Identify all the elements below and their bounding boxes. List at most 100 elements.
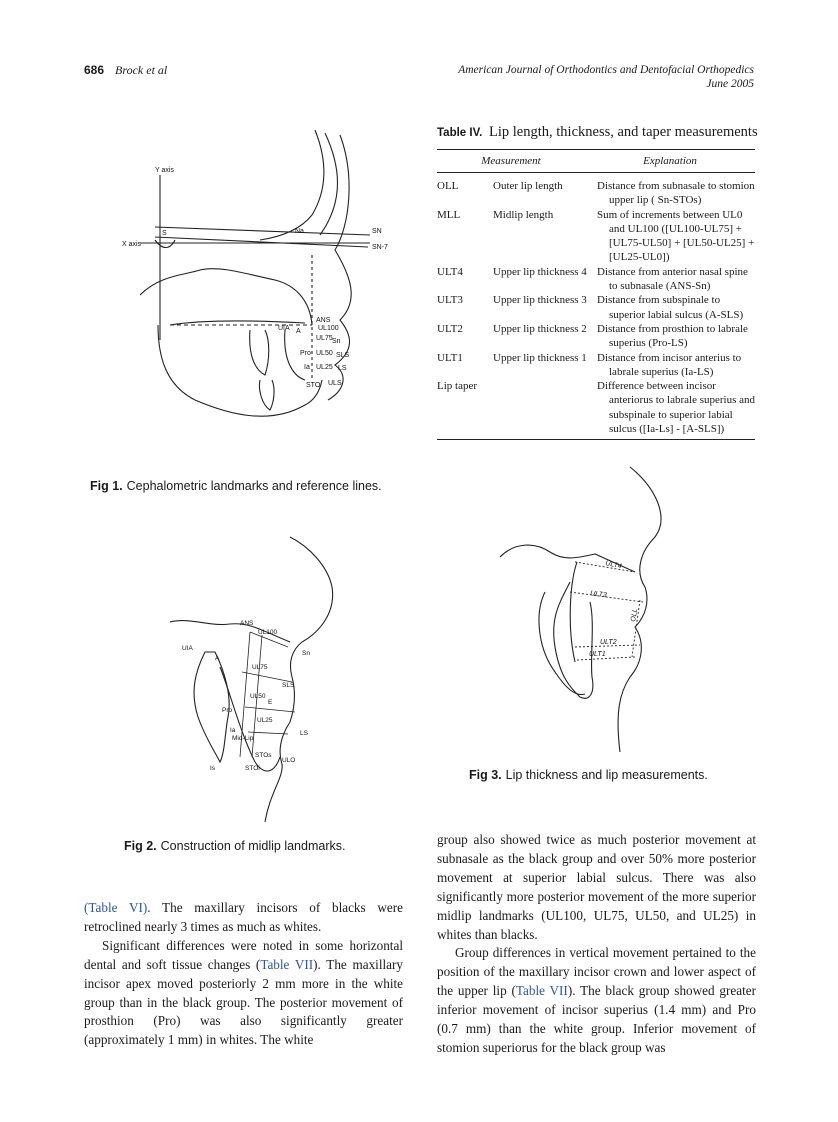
table-header-rule [437, 172, 755, 173]
table-label: Table IV. [437, 127, 483, 139]
issue-date: June 2005 [706, 78, 754, 90]
fig2-label-ul100: UL100 [258, 629, 278, 636]
fig2-label-ls: LS [300, 730, 309, 737]
fig2-label-uia: UIA [182, 645, 194, 652]
fig1-label-ul100: UL100 [318, 325, 339, 332]
table-title-text: Lip length, thickness, and taper measure… [489, 124, 758, 140]
table-cell-name: Midlip length [493, 208, 554, 221]
fig2-label-stos: STOs [255, 752, 272, 759]
fig2-midlip-drawing: ANS UL100 UIA Sn A UL75 SLS UL50 E Pro U… [170, 536, 334, 823]
fig2-caption-text: Construction of midlip landmarks. [160, 839, 346, 853]
table-cell-explanation: Distance from subnasale to stomion upper… [597, 180, 755, 207]
fig1-label-ul75: UL75 [316, 335, 333, 342]
table-cell-abbr: ULT3 [437, 294, 463, 307]
fig2-label-ia: Ia [230, 727, 236, 734]
table-row: MLL Midlip length Sum of increments betwee… [437, 208, 755, 265]
fig3-caption-text: Lip thickness and lip measurements. [505, 768, 708, 782]
fig3-label-oll: OLL [630, 608, 639, 622]
right-paragraph-2: Group differences in vertical movement p… [437, 945, 756, 1055]
table-cell-explanation: Distance from prosthion to labrale super… [597, 322, 748, 350]
table-cell-explanation: Distance from subspinale to superior lab… [597, 294, 744, 321]
fig1-label-s: S [162, 230, 167, 237]
table-cell-name [493, 379, 597, 436]
right-paragraph-1: group also showed twice as much posterio… [437, 832, 756, 942]
table-cell-name: Outer lip length [493, 180, 563, 192]
fig2-caption: Fig 2.Construction of midlip landmarks. [124, 839, 345, 853]
fig1-label-uls: ULS [328, 380, 342, 387]
fig2-label-midlip: Mid-Lip [232, 735, 254, 742]
left-paragraph-2: Significant differences were noted in so… [84, 937, 403, 1048]
fig2-label-sls: SLS [282, 682, 295, 689]
fig3-label-ult4: ULT4 [605, 560, 623, 570]
running-authors: Brock et al [115, 63, 168, 77]
table-bottom-rule [437, 439, 755, 441]
fig1-label-sn-pt: Sn [332, 338, 341, 345]
table-body: OLL Outer lip length Distance from subnasa… [437, 179, 755, 436]
fig2-label-sn: Sn [302, 650, 310, 657]
fig1-label-uia: UIA [278, 325, 290, 332]
left-paragraph-1: (Table VI). The maxillary incisors of bl… [84, 900, 403, 934]
fig1-label-ul25: UL25 [316, 364, 333, 371]
table-top-rule [437, 149, 755, 150]
fig3-label-ult3: ULT3 [590, 590, 608, 599]
fig3-label: Fig 3. [469, 768, 502, 782]
table-cell-explanation: Sum of increments between UL0 and UL100 … [597, 208, 755, 264]
fig2-label-ul75: UL75 [252, 664, 268, 671]
running-header-left: 686 Brock et al [84, 63, 167, 78]
fig1-label-ans: ANS [316, 317, 331, 324]
body-right-column: group also showed twice as much posterio… [437, 831, 756, 1058]
fig2-label-ul50: UL50 [250, 693, 266, 700]
body-left-column: (Table VI). The maxillary incisors of bl… [84, 899, 403, 1050]
col-header-measurement: Measurement [481, 155, 541, 167]
fig1-label-sto: STO [306, 382, 321, 389]
fig2-label-ulo: ULO [282, 757, 295, 764]
fig2-label-pro: Pro [222, 707, 233, 714]
table-cell-abbr: ULT1 [437, 351, 463, 364]
fig2-label-ul25: UL25 [257, 717, 273, 724]
table-row: ULT3 Upper lip thickness 3 Distance from s… [437, 293, 755, 322]
fig2-label-a: A [215, 655, 220, 662]
table-cell-abbr: ULT4 [437, 265, 463, 278]
fig1-label-sn7: SN-7 [372, 244, 388, 251]
table-cell-abbr: MLL [437, 208, 461, 221]
fig1-cephalometric-drawing: Y axis X axis S Na SN SN-7 ANS UIA A UL1… [122, 129, 388, 417]
left-table-ref-2[interactable]: Table VII [260, 956, 314, 972]
fig1-label-yaxis: Y axis [155, 167, 174, 174]
fig1-label-ul50: UL50 [316, 350, 333, 357]
journal-title: American Journal of Orthodontics and Den… [458, 64, 754, 76]
fig2-label-stoi: STOi [245, 765, 260, 772]
running-header-right: American Journal of Orthodontics and Den… [458, 63, 754, 91]
fig1-caption-text: Cephalometric landmarks and reference li… [126, 479, 382, 493]
fig2-label-is: Is [210, 765, 216, 772]
table-title: Table IV. Lip length, thickness, and tap… [437, 124, 758, 141]
table-row: Lip taper Difference between incisor ante… [437, 379, 755, 436]
fig1-label-ia: Ia [304, 364, 310, 371]
col-header-explanation: Explanation [643, 155, 697, 167]
left-table-ref-1[interactable]: (Table VI) [84, 900, 148, 915]
table-cell-explanation: Distance from incisor anterius to labral… [597, 351, 742, 378]
table-iv: Table IV. Lip length, thickness, and tap… [437, 124, 758, 441]
table-cell-abbr: Lip taper [437, 380, 478, 393]
fig1-label-a: A [296, 328, 301, 335]
fig1-label-na: Na [295, 228, 304, 235]
fig1-label-xaxis: X axis [122, 241, 142, 248]
fig2-label-e: E [268, 699, 273, 706]
fig1-caption: Fig 1.Cephalometric landmarks and refere… [90, 479, 382, 493]
right-table-ref[interactable]: Table VII [515, 983, 568, 999]
fig3-caption: Fig 3.Lip thickness and lip measurements… [469, 768, 708, 782]
page-number: 686 [84, 63, 105, 77]
fig1-label-pro: Pro [300, 350, 311, 357]
table-cell-explanation: Distance from anterior nasal spine to su… [597, 265, 748, 293]
table-cell-name: Upper lip thickness 4 [493, 265, 587, 278]
table-header-row: Measurement Explanation [437, 150, 755, 172]
table-cell-name: Upper lip thickness 2 [493, 322, 587, 335]
fig1-label-ls: LS [338, 365, 347, 372]
fig2-label-ans: ANS [240, 620, 254, 627]
table-cell-name: Upper lip thickness 1 [493, 351, 587, 364]
table-row: ULT4 Upper lip thickness 4 Distance from a… [437, 265, 755, 294]
table-cell-name: Upper lip thickness 3 [493, 294, 587, 307]
table-cell-abbr: OLL [437, 180, 459, 192]
fig1-label-sls: SLS [336, 352, 350, 359]
table-cell-explanation: Difference between incisor anteriorus to… [597, 380, 756, 436]
